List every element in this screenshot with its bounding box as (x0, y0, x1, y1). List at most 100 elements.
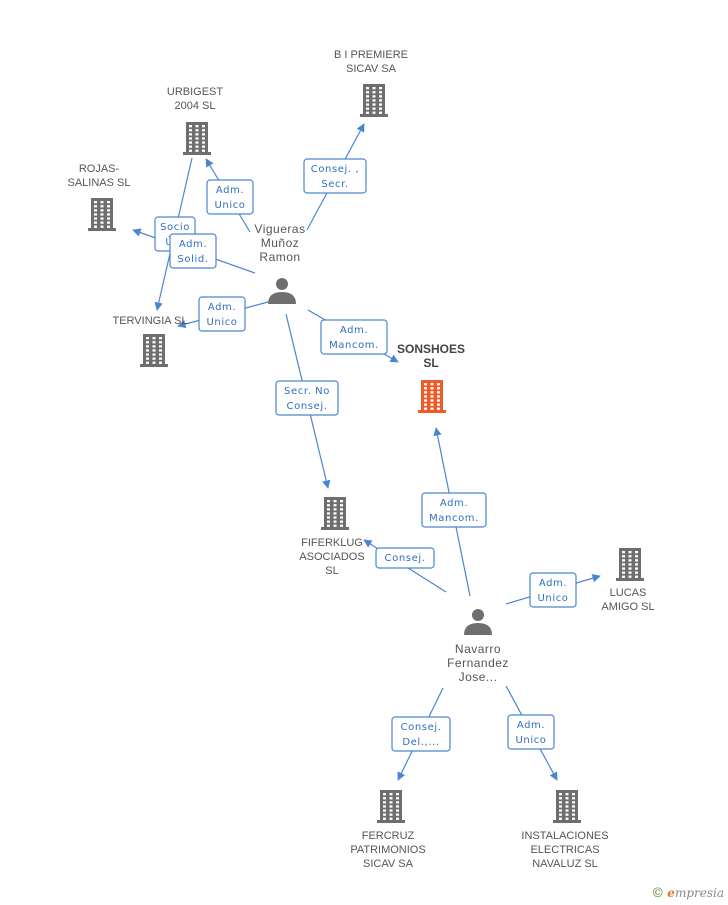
edge-label-box[interactable] (169, 233, 217, 269)
company-label-sonshoes-line-2[interactable]: SL (423, 356, 438, 370)
company-label-instalaciones-line-2[interactable]: ELECTRICAS (530, 844, 599, 856)
edge-labels-layer: Consej. ,Secr.Adm.UnicoSocioÚ...Adm.Soli… (154, 158, 577, 752)
company-node-lucas[interactable]: LUCAS AMIGO SL (601, 548, 655, 613)
company-label-rojas-line-1[interactable]: ROJAS- (79, 163, 120, 175)
company-node-fercruz[interactable]: FERCRUZ PATRIMONIOS SICAV SA (350, 790, 426, 870)
company-node-urbigest[interactable]: URBIGEST 2004 SL (167, 86, 224, 155)
edge-label-vigueras-fiferklug[interactable]: Secr. No Consej. (275, 380, 339, 416)
person-label-vigueras-line-1[interactable]: Vigueras (254, 222, 305, 236)
company-label-urbigest-line-1[interactable]: URBIGEST (167, 86, 224, 98)
edge-label-line-1: Adm. (539, 578, 567, 589)
edge-label-line-2: Del.,... (402, 737, 439, 748)
edge-label-line-2: Unico (206, 317, 237, 328)
person-node-navarro[interactable]: NavarroFernandezJose... (447, 609, 509, 684)
edge-label-line-2: Solid. (177, 254, 208, 265)
edge-label-box[interactable] (529, 572, 577, 608)
edge-label-box[interactable] (275, 380, 339, 416)
building-icon (616, 548, 644, 581)
edge-label-line-1: Adm. (440, 498, 468, 509)
person-icon[interactable] (268, 278, 296, 304)
edge-label-line-1: Adm. (517, 720, 545, 731)
company-node-instalaciones[interactable]: INSTALACIONES ELECTRICAS NAVALUZ SL (521, 790, 609, 870)
company-label-rojas-line-2[interactable]: SALINAS SL (68, 177, 131, 189)
edge-label-box[interactable] (198, 296, 246, 332)
company-label-fercruz-line-2[interactable]: PATRIMONIOS (350, 844, 425, 856)
person-label-navarro-line-2[interactable]: Fernandez (447, 656, 509, 670)
edge-label-line-1: Adm. (208, 302, 236, 313)
edge-label-vigueras-rojas[interactable]: Adm. Solid. (169, 233, 217, 269)
building-icon (360, 84, 388, 117)
edge-label-box[interactable] (391, 716, 451, 752)
building-icon (377, 790, 405, 823)
company-node-bipremiere[interactable]: B I PREMIERE SICAV SA (334, 49, 408, 117)
company-label-bipremiere-line-1[interactable]: B I PREMIERE (334, 49, 408, 61)
edge-label-box[interactable] (303, 158, 367, 194)
company-label-urbigest-line-2[interactable]: 2004 SL (175, 100, 216, 112)
nodes-layer: B I PREMIERE SICAV SA URBIGEST 2004 SL ROJAS… (68, 49, 655, 870)
company-label-tervingia-line-1[interactable]: TERVINGIA SL (113, 315, 188, 327)
empresia-brand: ©empresia (651, 886, 724, 901)
edge-label-box[interactable] (421, 492, 487, 528)
company-node-rojas[interactable]: ROJAS- SALINAS SL (68, 163, 131, 231)
building-icon (553, 790, 581, 823)
building-icon (88, 198, 116, 231)
copyright-icon: © (651, 886, 665, 901)
brand-initial: e (667, 886, 675, 900)
person-label-navarro-line-3[interactable]: Jose... (459, 670, 498, 684)
edge-label-line-2: Mancom. (329, 340, 379, 351)
company-label-fiferklug-line-1[interactable]: FIFERKLUG (301, 537, 363, 549)
person-label-vigueras-line-3[interactable]: Ramon (259, 250, 300, 264)
company-label-instalaciones-line-3[interactable]: NAVALUZ SL (532, 858, 598, 870)
edges-layer (132, 123, 601, 781)
edge-label-vigueras-sonshoes[interactable]: Adm. Mancom. (320, 319, 388, 355)
building-icon (321, 497, 349, 530)
company-node-tervingia[interactable]: TERVINGIA SL (113, 315, 188, 367)
edge-label-line-2: Unico (537, 593, 568, 604)
company-label-fercruz-line-1[interactable]: FERCRUZ (362, 830, 415, 842)
edge-label-navarro-instalaciones[interactable]: Adm. Unico (507, 714, 555, 750)
edge-label-line-1: Consej. (401, 722, 442, 733)
company-label-lucas-line-1[interactable]: LUCAS (610, 587, 647, 599)
edge-label-line-1: Secr. No (284, 386, 330, 397)
edge-label-box[interactable] (320, 319, 388, 355)
edge-label-box[interactable] (507, 714, 555, 750)
edge-label-navarro-lucas[interactable]: Adm. Unico (529, 572, 577, 608)
edge-label-line-1: Socio (160, 222, 190, 233)
edge-label-line-2: Secr. (321, 179, 348, 190)
edge-label-navarro-fercruz[interactable]: Consej. Del.,... (391, 716, 451, 752)
building-icon (418, 380, 446, 413)
brand-name: mpresia (674, 886, 724, 900)
edge-label-line-2: Mancom. (429, 513, 479, 524)
person-icon[interactable] (464, 609, 492, 635)
building-icon (140, 334, 168, 367)
edge-label-navarro-fiferklug[interactable]: Consej. (375, 547, 435, 569)
building-icon (183, 122, 211, 155)
edge-label-line-2: Unico (214, 200, 245, 211)
edge-label-line-1: Adm. (216, 185, 244, 196)
company-label-fiferklug-line-2[interactable]: ASOCIADOS (299, 551, 364, 563)
edge-label-line-1: Adm. (340, 325, 368, 336)
company-label-bipremiere-line-2[interactable]: SICAV SA (346, 63, 397, 75)
edge-label-box[interactable] (206, 179, 254, 215)
edge-label-line-2: Consej. (287, 401, 328, 412)
edge-label-vigueras-tervingia[interactable]: Adm. Unico (198, 296, 246, 332)
edge-label-vigueras-urbigest[interactable]: Adm. Unico (206, 179, 254, 215)
company-label-lucas-line-2[interactable]: AMIGO SL (601, 601, 654, 613)
edge-label-line-2: Unico (515, 735, 546, 746)
edge-label-box[interactable] (375, 547, 435, 569)
company-label-sonshoes-line-1[interactable]: SONSHOES (397, 342, 465, 356)
edge-label-line-1: Adm. (179, 239, 207, 250)
edge-label-navarro-sonshoes[interactable]: Adm. Mancom. (421, 492, 487, 528)
company-node-fiferklug[interactable]: FIFERKLUG ASOCIADOS SL (299, 497, 365, 577)
company-label-fercruz-line-3[interactable]: SICAV SA (363, 858, 414, 870)
company-label-instalaciones-line-1[interactable]: INSTALACIONES (521, 830, 608, 842)
edge-label-line-1: Consej. , (311, 164, 360, 175)
person-label-vigueras-line-2[interactable]: Muñoz (261, 236, 300, 250)
person-label-navarro-line-1[interactable]: Navarro (455, 642, 501, 656)
company-label-fiferklug-line-3[interactable]: SL (325, 565, 338, 577)
edge-label-vigueras-bipremiere[interactable]: Consej. , Secr. (303, 158, 367, 194)
edge-label-line-1: Consej. (385, 553, 426, 564)
